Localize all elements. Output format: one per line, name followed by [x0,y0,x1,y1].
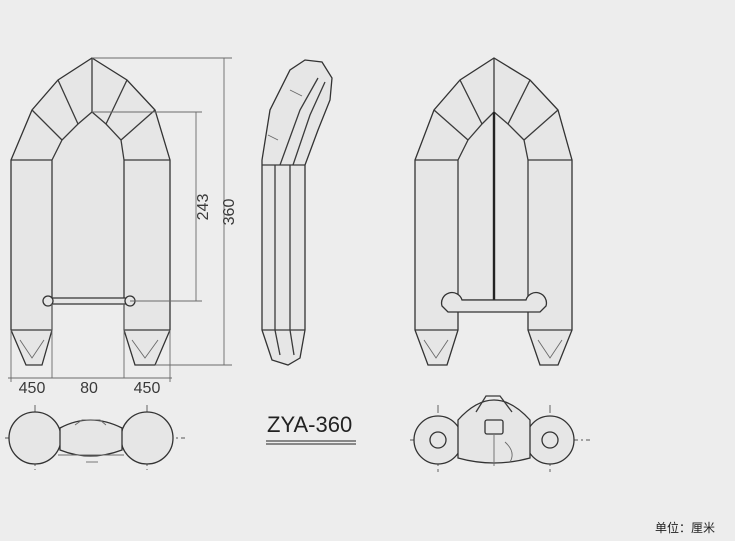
top-view-hull [10,57,171,366]
front-view-right [410,395,590,472]
top-view [10,57,171,378]
dimension-length: 360 [92,57,238,366]
model-name: ZYA-360 [267,412,352,437]
dim-tube-left-label: 450 [19,380,46,397]
bottom-view [414,57,573,366]
dim-inner-length-label: 243 [195,194,212,221]
dim-floor-width-label: 80 [80,380,98,397]
dim-tube-right-label: 450 [134,380,161,397]
dimension-widths: 450 80 450 [8,330,172,397]
front-view-left [5,405,185,470]
side-view-hull [261,59,333,366]
dim-length-label: 360 [221,199,238,226]
unit-note: 单位：厘米 [654,521,715,535]
dimension-inner-length: 243 [92,111,212,302]
side-view [261,59,333,366]
